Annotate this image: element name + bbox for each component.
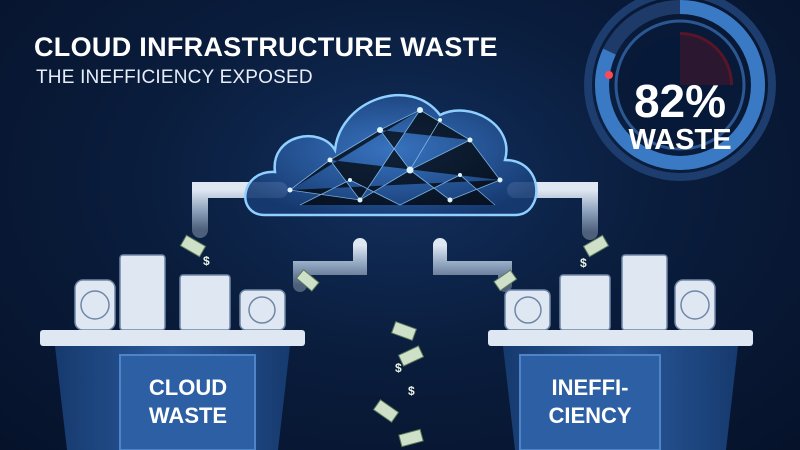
bin-label-line: CIENCY — [548, 403, 632, 428]
dollar-sign: $ — [408, 384, 415, 398]
page-title: CLOUD INFRASTRUCTURE WASTE — [34, 32, 498, 62]
servers-right — [504, 254, 716, 331]
gauge-readout: 82% WASTE — [605, 78, 755, 156]
dollar-sign: $ — [395, 361, 402, 375]
bin-left — [40, 330, 305, 450]
falling-money — [179, 234, 610, 448]
servers-left — [74, 254, 286, 331]
bin-right — [488, 330, 753, 450]
waste-gauge — [584, 0, 776, 181]
gauge-progress-arc — [595, 0, 765, 170]
bin-label-line: CLOUD — [148, 375, 228, 400]
bin-label-cloud-waste: CLOUD WASTE — [118, 374, 258, 430]
gauge-marker-icon — [605, 71, 613, 79]
page-subtitle: THE INEFFICIENCY EXPOSED — [36, 67, 313, 88]
dollar-sign: $ — [203, 254, 210, 268]
network-cloud-icon — [244, 93, 538, 217]
bin-label-inefficiency: INEFFI- CIENCY — [520, 374, 660, 430]
bin-label-line: WASTE — [148, 403, 228, 428]
bin-label-line: INEFFI- — [551, 375, 629, 400]
waste-percentage: 82% — [633, 75, 727, 127]
dollar-sign: $ — [580, 256, 587, 270]
waste-label: WASTE — [628, 124, 732, 156]
